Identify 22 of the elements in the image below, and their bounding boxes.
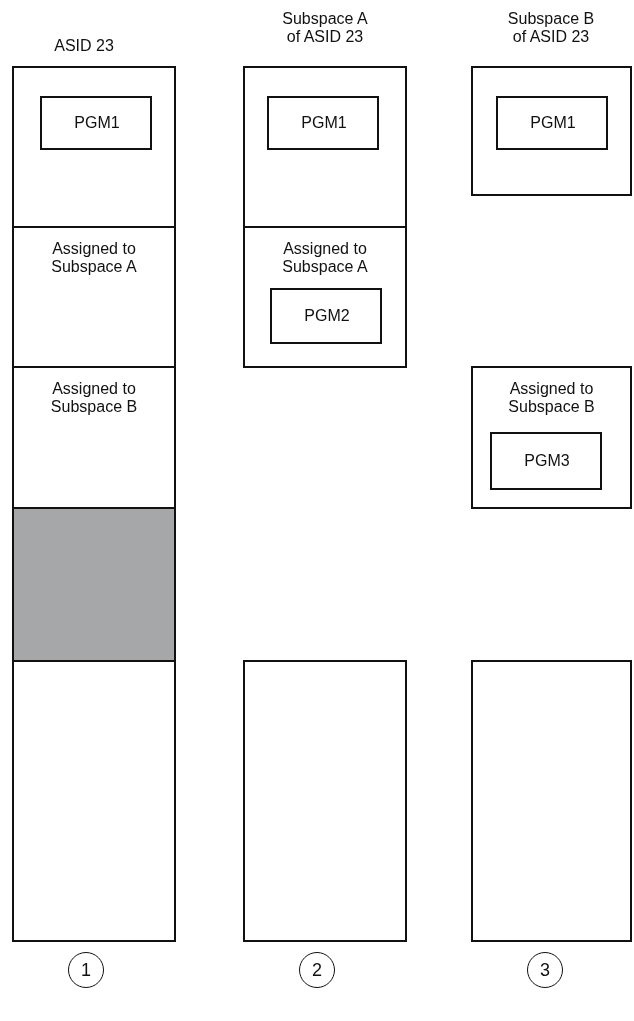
memory-region [12,66,176,228]
memory-region [471,66,632,196]
column-heading: Subspace B of ASID 23 [506,10,596,46]
number-circle: 3 [527,952,563,988]
memory-region: Assigned to Subspace A PGM2 [243,226,407,368]
number-circle: 1 [68,952,104,988]
program-box: PGM1 [267,96,379,150]
memory-region: Assigned to Subspace A [12,226,176,368]
memory-region: Assigned to Subspace B PGM3 [471,366,632,509]
program-box: PGM1 [40,96,152,150]
shaded-region [12,507,176,662]
program-box: PGM1 [496,96,608,150]
number-circle: 2 [299,952,335,988]
program-box: PGM2 [270,288,382,344]
memory-region [471,660,632,942]
memory-region [243,66,407,228]
memory-region [243,660,407,942]
column-heading: Subspace A of ASID 23 [281,10,369,46]
program-box: PGM3 [490,432,602,490]
column-heading: ASID 23 [53,37,115,55]
memory-region: Assigned to Subspace B [12,366,176,509]
memory-region [12,660,176,942]
